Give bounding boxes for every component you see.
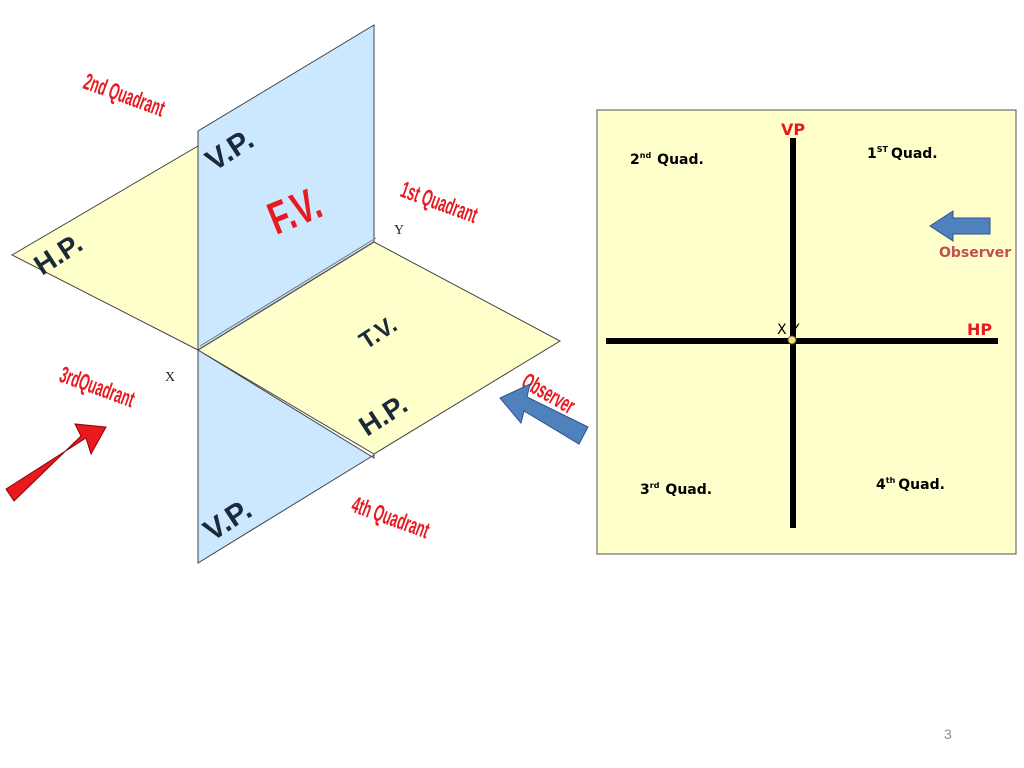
observer-arrow: [929, 210, 991, 242]
xy-line-ridge-shadow: [199, 237, 377, 347]
quadrant-3d-diagram: 2nd Quadrant 1st Quadrant 3rdQuadrant 4t…: [5, 24, 589, 564]
q4-sup: th: [886, 476, 896, 485]
vp-plane-lower: [197, 349, 375, 564]
q1-sup: ST: [877, 145, 889, 154]
q3-quad-label: 3rd Quad.: [640, 481, 712, 498]
q1-num: 1: [867, 146, 877, 162]
vp-axis-label: VP: [781, 120, 805, 139]
q2-quad-label: 2nd Quad.: [630, 151, 704, 168]
q4-text: Quad.: [898, 477, 945, 493]
q1-label: 1st Quadrant: [397, 177, 481, 229]
x-label: X: [165, 370, 175, 385]
quadrant-panel: [596, 109, 1017, 555]
q2-text: Quad.: [657, 152, 704, 168]
q2-sup: nd: [640, 151, 652, 160]
xy-line-ridge: [197, 241, 375, 351]
red-arrow: [5, 423, 107, 502]
blue-arrow-3d: [499, 383, 589, 445]
page-number: 3: [944, 726, 952, 742]
observer-label: Observer: [939, 245, 1011, 261]
q3-sup: rd: [650, 481, 660, 490]
xy-origin-dot: [787, 335, 797, 345]
q3-num: 3: [640, 482, 650, 498]
q3-text: Quad.: [665, 482, 712, 498]
q3-label: 3rdQuadrant: [56, 362, 138, 413]
q1-text: Quad.: [891, 146, 938, 162]
q4-num: 4: [876, 477, 886, 493]
xy-label: X Y: [777, 322, 800, 338]
q4-label: 4th Quadrant: [348, 492, 433, 544]
q2-label: 2nd Quadrant: [80, 69, 168, 122]
y-label: Y: [394, 223, 404, 238]
hp-axis-label: HP: [967, 320, 992, 339]
q2-num: 2: [630, 152, 640, 168]
